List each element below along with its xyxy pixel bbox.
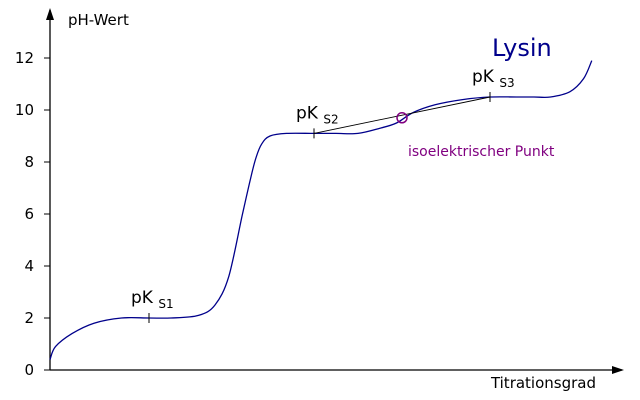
y-tick-label: 2 — [24, 309, 34, 327]
x-axis-arrow — [612, 366, 624, 374]
y-tick-label: 6 — [24, 205, 34, 223]
y-tick-label: 12 — [15, 49, 34, 67]
y-axis-title: pH-Wert — [68, 11, 129, 29]
pk-connecting-line — [313, 96, 491, 134]
pk-label-subscript: S1 — [158, 297, 173, 311]
pk-label-prefix: pK — [296, 103, 323, 123]
y-axis-arrow — [46, 8, 54, 20]
pk-label-prefix: pK — [131, 288, 158, 308]
x-axis-title: Titrationsgrad — [490, 374, 596, 392]
y-tick-label: 10 — [15, 101, 34, 119]
y-tick-label: 8 — [24, 153, 34, 171]
pk-label-prefix: pK — [472, 67, 499, 87]
pk-label-subscript: S2 — [323, 112, 338, 126]
y-tick-label: 0 — [24, 361, 34, 379]
series-title: Lysin — [492, 34, 552, 62]
isoelectric-point-label: isoelektrischer Punkt — [408, 144, 555, 160]
pk-label: pK S2 — [296, 103, 339, 126]
pk-label: pK S3 — [472, 67, 515, 90]
axes — [46, 8, 624, 374]
isoelectric-point-marker — [396, 112, 408, 124]
pk-label-subscript: S3 — [499, 76, 514, 90]
pk-label: pK S1 — [131, 288, 174, 311]
y-tick-label: 4 — [24, 257, 34, 275]
y-ticks: 0 2 4 6 8 10 12 — [15, 49, 50, 379]
